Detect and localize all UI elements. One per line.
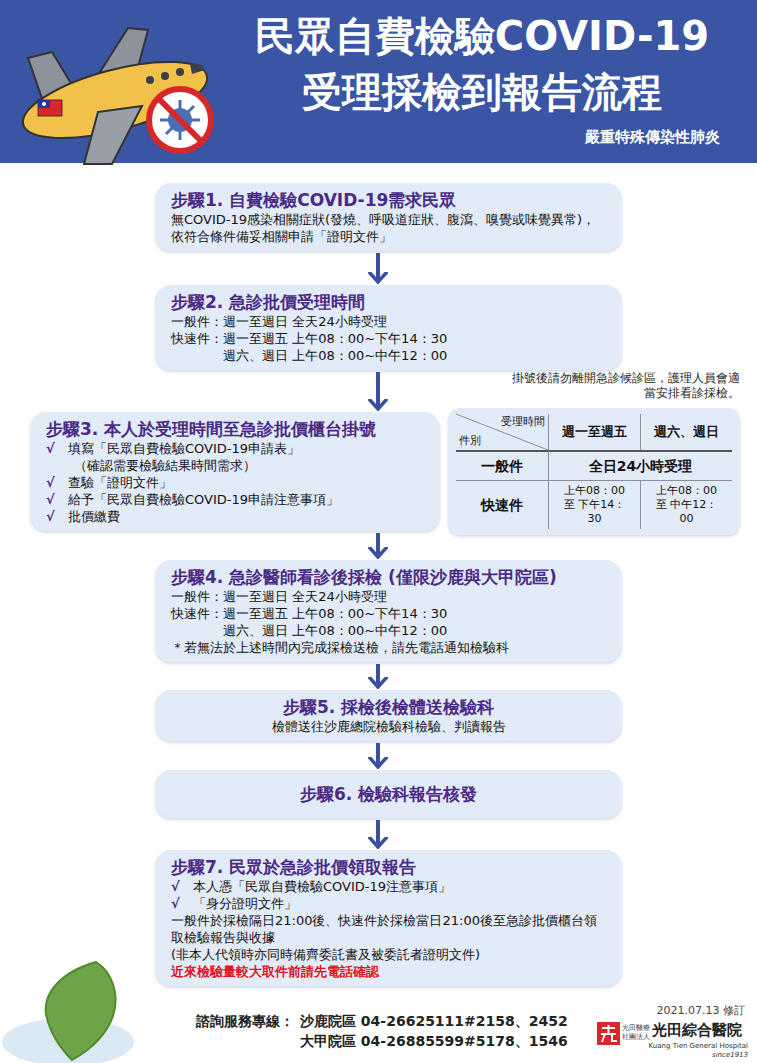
step-heading: 步驟5. 採檢後檢體送檢驗科: [171, 696, 606, 718]
hospital-english-name: Kuang Tien General Hospital: [622, 1042, 748, 1051]
check-mark: √: [46, 491, 68, 508]
step-heading: 步驟3. 本人於受理時間至急診批價櫃台掛號: [46, 418, 424, 440]
prohibition-slash: [159, 99, 201, 141]
cockpit: [190, 64, 205, 74]
logo-square: [597, 1022, 620, 1045]
warning-text: 近來檢驗量較大取件前請先電話確認: [171, 963, 606, 980]
island: [46, 962, 116, 1060]
table-cell: 一般件: [456, 450, 548, 480]
check-mark: √: [46, 508, 68, 525]
process-box: 步驟2. 急診批價受理時間一般件：週一至週日 全天24小時受理快速件：週一至週五…: [155, 285, 622, 370]
hotline-label: 諮詢服務專線：: [196, 1012, 300, 1030]
table-cell: 上午08：00 至 中午12：00: [640, 480, 732, 529]
step-body: 本人憑「民眾自費檢驗COVID-19注意事項」: [193, 878, 606, 895]
window: [161, 72, 169, 80]
flow-arrow: [376, 743, 380, 767]
table-cell: 受理時間: [501, 414, 548, 429]
step-heading: 步驟1. 自費檢驗COVID-19需求民眾: [171, 189, 606, 211]
virus: [160, 100, 200, 140]
check-mark: √: [171, 895, 193, 912]
step-body: 快速件：週一至週五 上午08：00~下午14：30: [171, 605, 606, 622]
process-box: 步驟6. 檢驗科報告核發: [155, 770, 622, 818]
check-mark: √: [46, 440, 68, 457]
table-cell: 上午08：00 至 下午14：30: [548, 480, 640, 529]
step-body: 一般件：週一至週日 全天24小時受理: [171, 313, 606, 330]
step-body: （確認需要檢驗結果時間需求）: [74, 457, 424, 474]
flow-arrow: [376, 253, 380, 282]
step-heading: 步驟2. 急診批價受理時間: [171, 291, 606, 313]
step-heading: 步驟6. 檢驗科報告核發: [171, 783, 606, 805]
front-wing: [84, 106, 142, 164]
header-band: [0, 0, 757, 163]
subtitle: 嚴重特殊傳染性肺炎: [470, 127, 720, 147]
virus-prohibition-icon: [149, 89, 211, 151]
process-box: 步驟3. 本人於受理時間至急診批價櫃台掛號√填寫「民眾自費檢驗COVID-19申…: [30, 412, 440, 531]
process-box: 步驟1. 自費檢驗COVID-19需求民眾無COVID-19感染相關症狀(發燒、…: [155, 183, 622, 251]
step-body: 檢體送往沙鹿總院檢驗科檢驗、判讀報告: [171, 718, 606, 735]
step-heading: 步驟4. 急診醫師看診後採檢 (僅限沙鹿與大甲院區): [171, 566, 606, 588]
schedule-table: 受理時間件別週一至週五週六、週日一般件全日24小時受理快速件上午08：00 至 …: [448, 408, 740, 535]
prohibition-ring: [149, 89, 211, 151]
step-body: ＊若無法於上述時間內完成採檢送檢，請先電話通知檢驗科: [171, 639, 606, 656]
table-cell: 週六、週日: [640, 414, 732, 450]
flow-arrow: [376, 372, 380, 409]
step-heading: 步驟7. 民眾於急診批價領取報告: [171, 856, 606, 878]
logo-mark: [601, 1025, 617, 1042]
table-cell: 全日24小時受理: [548, 450, 732, 480]
flag-canton: [38, 100, 50, 108]
table-cell: 週一至週五: [548, 414, 640, 450]
flow-arrow: [376, 533, 380, 557]
flow-arrow: [376, 664, 380, 687]
title: 民眾自費檢驗COVID-19 受理採檢到報告流程: [212, 8, 752, 120]
step-body: 批價繳費: [68, 508, 424, 525]
table-cell: 件別: [456, 434, 481, 450]
step-body: 「身分證明文件」: [193, 895, 606, 912]
window: [146, 76, 154, 84]
step-body: 給予「民眾自費檢驗COVID-19申請注意事項」: [68, 491, 424, 508]
step-body: 一般件：週一至週日 全天24小時受理: [171, 588, 606, 605]
process-box: 步驟5. 採檢後檢體送檢驗科檢體送往沙鹿總院檢驗科檢驗、判讀報告: [155, 690, 622, 741]
process-box: 步驟7. 民眾於急診批價領取報告√本人憑「民眾自費檢驗COVID-19注意事項」…: [155, 850, 622, 986]
note-text: 掛號後請勿離開急診候診區，護理人員會適當安排看診採檢。: [508, 371, 740, 401]
flow-arrow: [376, 820, 380, 847]
taiwan-map: [2, 962, 134, 1063]
process-box: 步驟4. 急診醫師看診後採檢 (僅限沙鹿與大甲院區)一般件：週一至週日 全天24…: [155, 560, 622, 662]
step-body: 查驗「證明文件」: [68, 474, 424, 491]
window: [176, 68, 184, 76]
hotline-number: 沙鹿院區 04-26625111#2158、2452: [300, 1012, 570, 1030]
step-body: 填寫「民眾自費檢驗COVID-19申請表」: [68, 440, 424, 457]
step-body: 快速件：週一至週五 上午08：00~下午14：30: [171, 330, 606, 347]
check-mark: √: [171, 878, 193, 895]
step-body: 無COVID-19感染相關症狀(發燒、呼吸道症狀、腹瀉、嗅覺或味覺異常)，依符合…: [171, 211, 606, 245]
hotline-number: 大甲院區 04-26885599#5178、1546: [300, 1032, 570, 1050]
hospital-name: 光田綜合醫院: [652, 1020, 748, 1040]
step-body: (非本人代領時亦同時備齊委託書及被委託者證明文件): [171, 946, 606, 963]
check-mark: √: [46, 474, 68, 491]
flag-sun: [42, 102, 46, 106]
logo-text: 社團法人: [622, 1033, 652, 1042]
founding-year: since1913: [660, 1051, 748, 1060]
diagonal-line: [456, 414, 548, 450]
flag: [38, 100, 62, 116]
revision-date: 2021.07.13 修訂: [600, 1004, 745, 1018]
step-body: 週六、週日 上午08：00~中午12：00: [223, 347, 606, 364]
step-body: 一般件於採檢隔日21:00後、快速件於採檢當日21:00後至急診批價櫃台領取檢驗…: [171, 912, 606, 946]
airplane-illustration: [15, 28, 214, 164]
step-body: 週六、週日 上午08：00~中午12：00: [223, 622, 606, 639]
hospital-logo: [597, 1022, 620, 1045]
logo-text: 光田醫療: [622, 1024, 652, 1033]
table-cell: 快速件: [456, 480, 548, 529]
